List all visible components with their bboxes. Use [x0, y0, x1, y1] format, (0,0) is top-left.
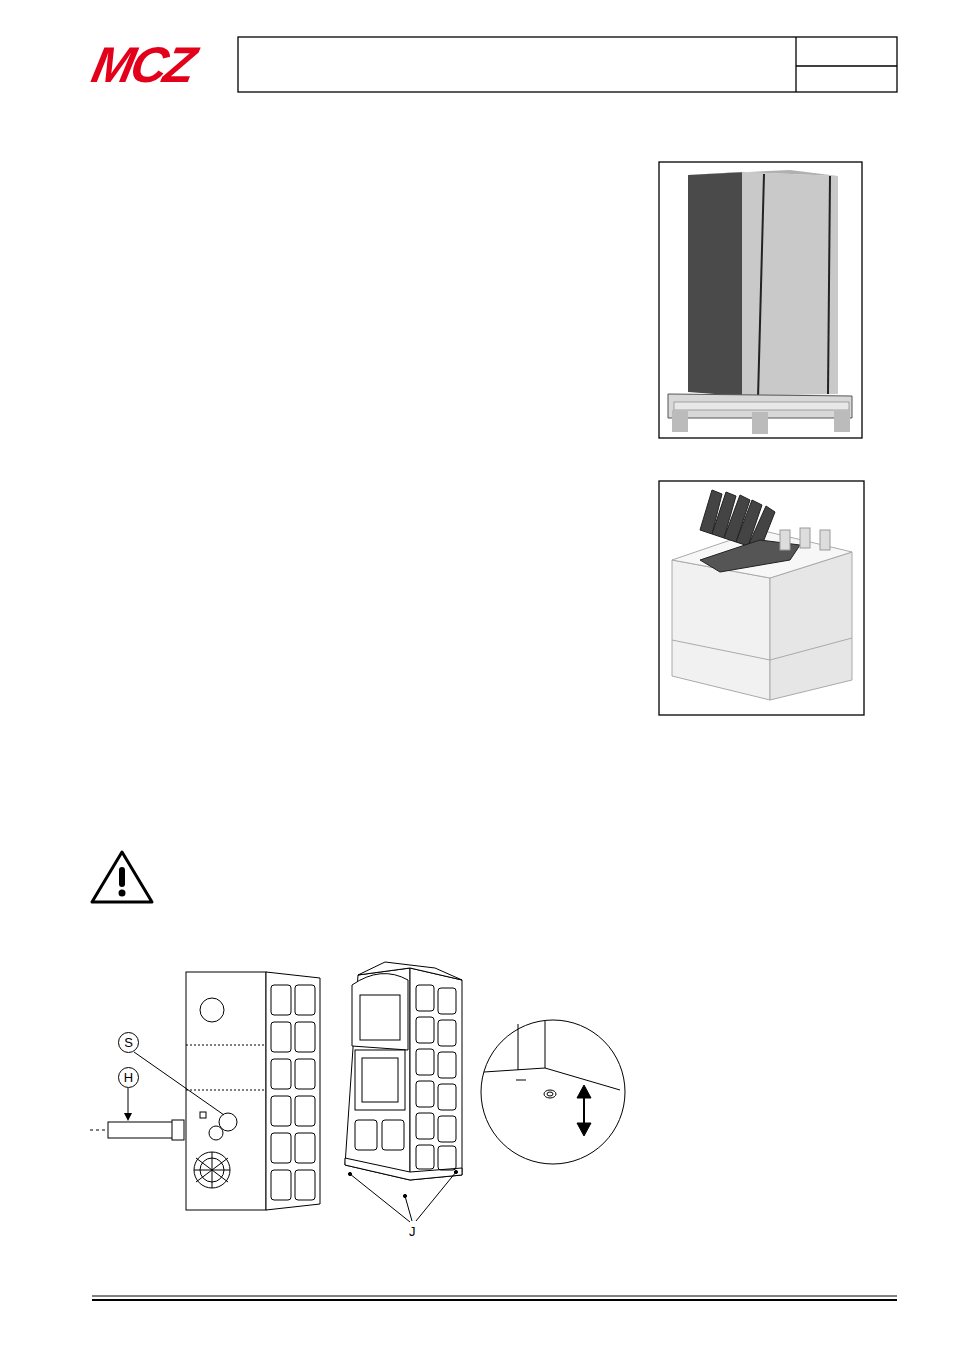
tile-grid [271, 985, 315, 1200]
leader-line [348, 1170, 457, 1222]
callout-circle: S [118, 1032, 139, 1053]
tile-grid [416, 985, 456, 1170]
packaging-photo [659, 481, 864, 715]
callout-circle: H [118, 1067, 139, 1088]
callout-letter: J [409, 1224, 416, 1239]
callout-letter: H [124, 1071, 133, 1084]
footer-rule [92, 1296, 897, 1297]
callout-letter: S [124, 1036, 133, 1049]
stove-front-view [345, 962, 462, 1180]
header-box [238, 37, 897, 92]
footer-rule [92, 1299, 897, 1301]
packed-stove-photo [659, 162, 862, 438]
brand-logo: MCZ [88, 40, 198, 90]
foot-detail [481, 1020, 625, 1164]
leader-line [134, 1052, 224, 1115]
stove-back-view [90, 972, 320, 1210]
warning-symbol [92, 852, 152, 902]
